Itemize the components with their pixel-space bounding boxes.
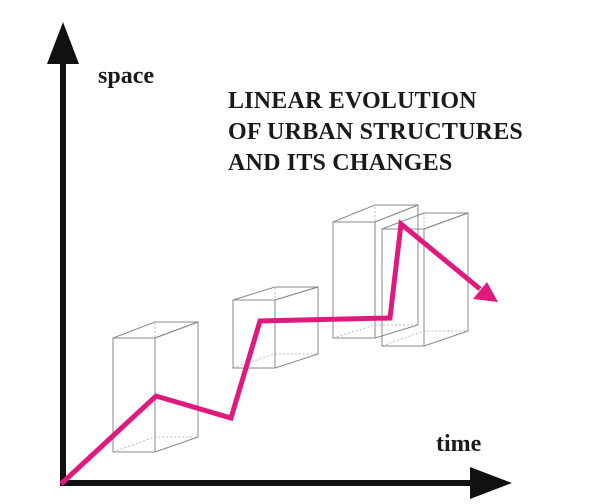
urban-structure-box-2 bbox=[232, 286, 319, 369]
arrow-head-icon bbox=[473, 282, 498, 302]
y-axis bbox=[47, 22, 79, 486]
title-line-1: LINEAR EVOLUTION bbox=[228, 88, 477, 114]
x-axis bbox=[60, 467, 512, 499]
arrow-right-icon bbox=[470, 467, 512, 499]
x-axis-label: time bbox=[436, 431, 482, 457]
urban-structure-box-1 bbox=[112, 321, 199, 453]
diagram-title: LINEAR EVOLUTION OF URBAN STRUCTURES AND… bbox=[228, 88, 523, 176]
title-line-3: AND ITS CHANGES bbox=[228, 150, 452, 176]
urban-structure-box-3 bbox=[332, 204, 419, 339]
arrow-up-icon bbox=[47, 22, 79, 64]
evolution-path bbox=[59, 219, 498, 486]
title-line-2: OF URBAN STRUCTURES bbox=[228, 119, 523, 145]
y-axis-label: space bbox=[98, 63, 154, 89]
